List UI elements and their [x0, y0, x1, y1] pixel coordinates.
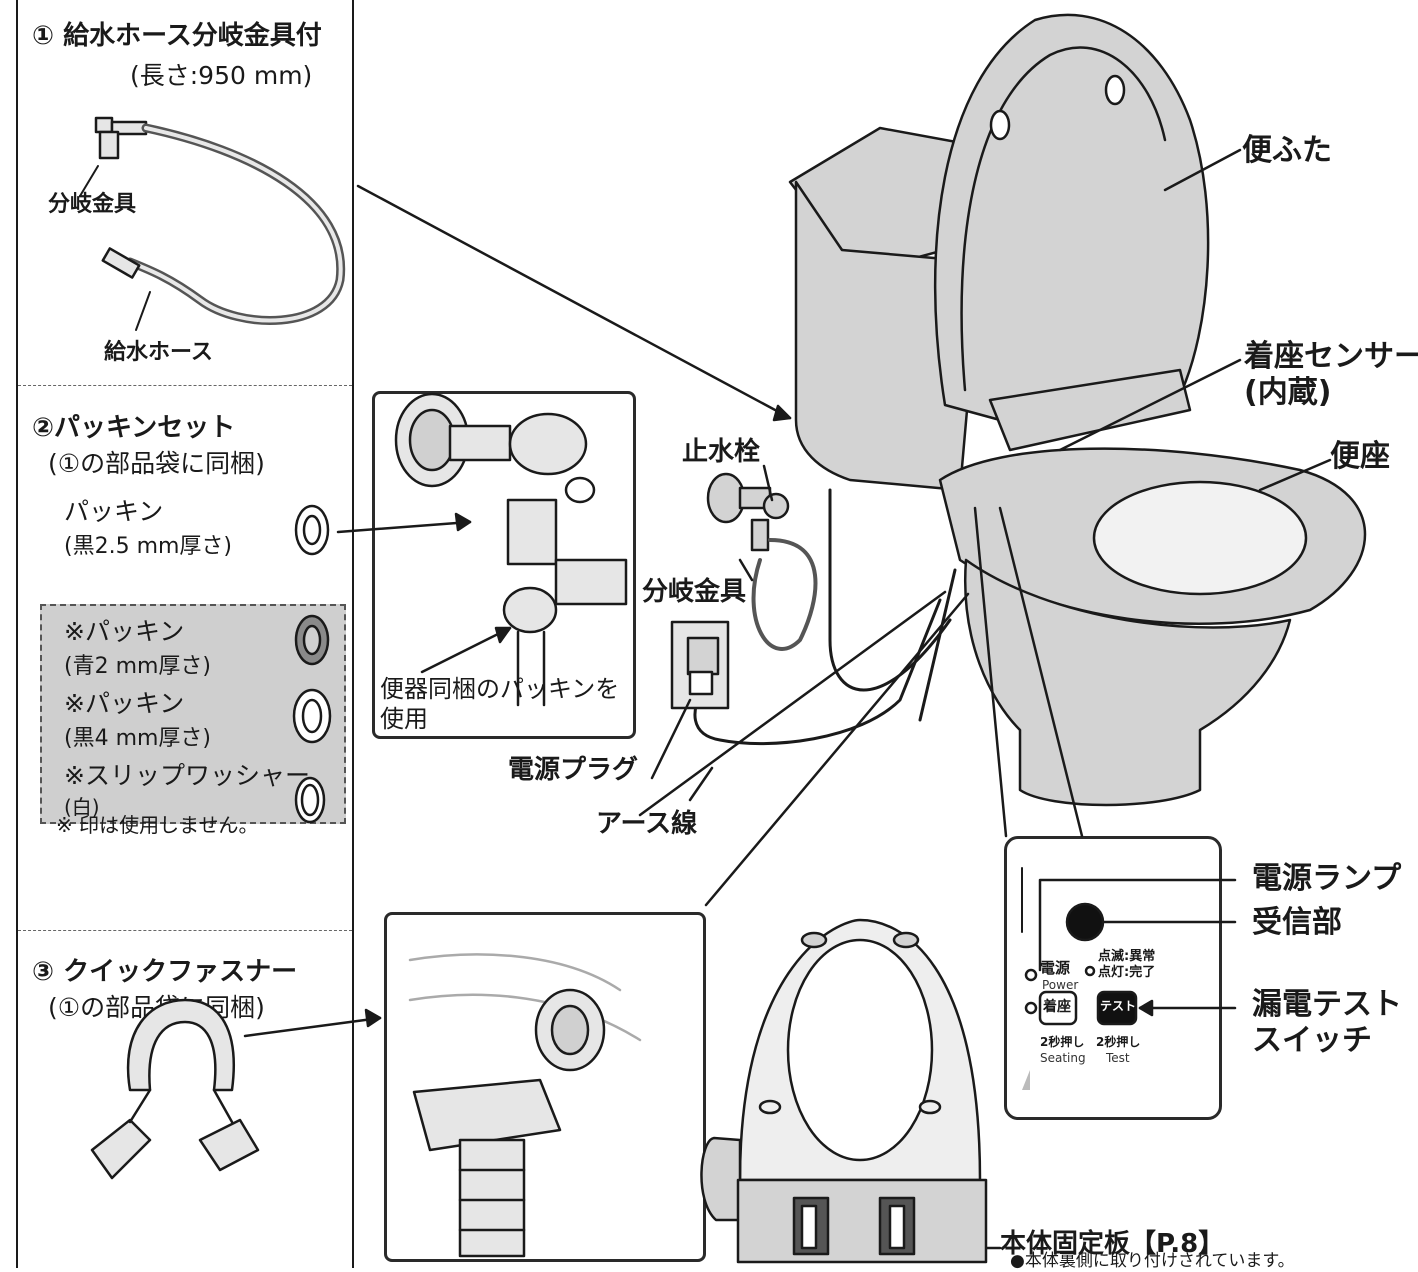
supply-hose-icon: [79, 116, 346, 331]
panel-lit-status: 点灯:完了: [1098, 965, 1156, 980]
seat-rear-view-icon: [700, 918, 988, 1264]
unused-parts-note: ※ 印は使用しません。: [56, 813, 259, 837]
thick-packing-icon: [292, 688, 332, 744]
leader-lines: [356, 148, 1332, 1250]
unused-slip-washer-spec: (白): [64, 795, 100, 819]
power-lamp-icon: [1024, 968, 1038, 982]
toilet-bowl-icon: [964, 558, 1292, 807]
mount-plate-label: 本体固定板【P.8】: [1000, 1229, 1225, 1259]
seat-sensor-sub-label: (内蔵): [1244, 375, 1332, 410]
branch-fitting-main-label: 分岐金具: [642, 577, 747, 607]
wall-outlet-icon: [670, 620, 730, 710]
stop-valve-label: 止水栓: [682, 437, 761, 467]
mount-plate-note: ●本体裏側に取り付けされています。: [1010, 1251, 1295, 1271]
receiver-label: 受信部: [1252, 905, 1342, 940]
slip-washer-icon: [294, 776, 326, 824]
seating-hold-hint: 2秒押し: [1040, 1035, 1085, 1049]
unused-slip-washer-name: ※スリップワッシャー: [64, 761, 310, 790]
quick-fastener-icon: [90, 998, 382, 1180]
connecting-hoses: [693, 488, 957, 746]
panel-power-en: Power: [1042, 978, 1079, 992]
supply-hose-label: 給水ホース: [104, 340, 213, 365]
stop-valve-icon: [706, 472, 790, 552]
power-plug-label: 電源プラグ: [508, 755, 639, 785]
section-3-title: ③ クイックファスナー: [32, 957, 298, 987]
valve-inset-note-line2: 使用: [380, 705, 428, 733]
seating-button[interactable]: 着座: [1043, 999, 1071, 1015]
valve-closeup-icon: [394, 392, 628, 707]
packing-spec: (黒2.5 mm厚さ): [64, 534, 233, 559]
leak-test-sub-label: スイッチ: [1252, 1023, 1372, 1058]
panel-blink-status: 点滅:異常: [1098, 949, 1156, 964]
blue-packing-icon: [294, 614, 330, 666]
packing-ring-icon: [294, 504, 472, 556]
leak-test-button[interactable]: テスト: [1100, 999, 1137, 1013]
seat-label: 便座: [1330, 439, 1390, 474]
lid-label: 便ふた: [1242, 133, 1332, 168]
packing-name: パッキン: [64, 497, 164, 526]
receiver-icon: [1065, 902, 1105, 942]
section-divider: [18, 385, 352, 386]
toilet-seat-icon: [938, 368, 1367, 626]
valve-inset-note-line1: 便器同梱のパッキンを: [380, 675, 620, 703]
toilet-lid-icon: [933, 13, 1210, 422]
fastener-closeup-icon: [408, 953, 642, 1258]
unused-packing-blue-spec: (青2 mm厚さ): [64, 654, 212, 679]
unused-packing-black-name: ※パッキン: [64, 689, 185, 718]
fastener-detail-inset: [384, 912, 706, 1262]
branch-fitting-label: 分岐金具: [48, 192, 137, 217]
unused-packing-blue-name: ※パッキン: [64, 617, 185, 646]
section-1-title: ① 給水ホース分岐金具付: [32, 21, 322, 51]
section-divider: [18, 930, 352, 931]
power-lamp-label: 電源ランプ: [1252, 861, 1402, 896]
seat-sensor-label: 着座センサー: [1244, 339, 1418, 374]
section-2-subtitle: (①の部品袋に同梱): [48, 449, 265, 478]
seating-en: Seating: [1040, 1051, 1086, 1065]
section-1-subtitle: (長さ:950 mm): [130, 61, 313, 90]
parts-sidebar: [16, 0, 354, 1268]
control-panel-details: [1021, 867, 1138, 1090]
test-hold-hint: 2秒押し: [1096, 1035, 1141, 1049]
section-2-title: ②パッキンセット: [32, 413, 236, 443]
ground-wire-label: アース線: [596, 809, 698, 839]
panel-power-jp: 電源: [1040, 959, 1071, 977]
test-en: Test: [1106, 1051, 1130, 1065]
unused-packing-black-spec: (黒4 mm厚さ): [64, 726, 212, 751]
leak-test-label: 漏電テスト: [1252, 987, 1402, 1022]
